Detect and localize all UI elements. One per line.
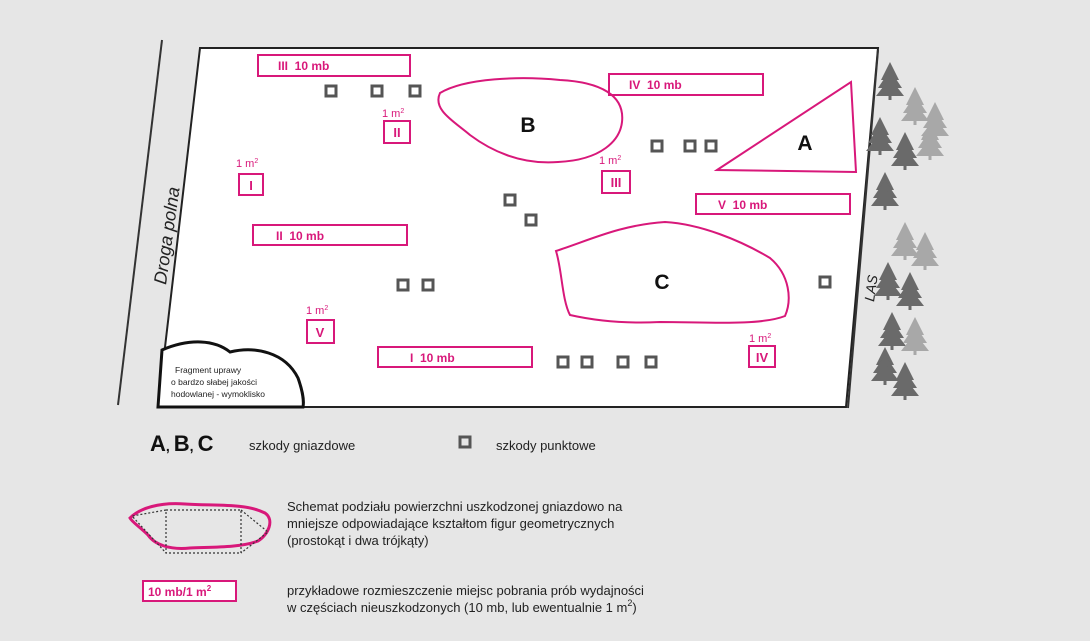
tree-icon — [901, 87, 929, 125]
tree-icon — [876, 62, 904, 100]
square-i-size: 1 m2 — [236, 158, 258, 170]
tree-icon — [866, 117, 894, 155]
point-damage-marker — [370, 84, 384, 98]
point-damage-marker — [556, 355, 570, 369]
damage-area-b-label: B — [520, 114, 535, 137]
schema-desc-3: (prostokąt i dwa trójkąty) — [287, 533, 429, 548]
point-damage-marker — [644, 355, 658, 369]
square-ii: 1 m2 II — [382, 108, 411, 144]
strip-ii-label: II 10 mb — [276, 229, 324, 243]
square-i-label: I — [249, 178, 253, 193]
square-iv-size: 1 m2 — [749, 333, 771, 345]
square-iii-size: 1 m2 — [599, 155, 621, 167]
point-damage-marker — [650, 139, 664, 153]
square-ii-size: 1 m2 — [382, 108, 404, 120]
strip-iii — [257, 54, 411, 77]
point-damage-marker — [524, 213, 538, 227]
point-damage-marker — [580, 355, 594, 369]
tree-icon — [901, 317, 929, 355]
strip-v-label: V 10 mb — [718, 198, 767, 212]
strip-iii-label: III 10 mb — [278, 59, 329, 73]
square-iii-box — [601, 170, 631, 194]
square-iv: 1 m2 IV — [748, 333, 776, 368]
tree-icon — [871, 172, 899, 210]
sample-desc-1: przykładowe rozmieszczenie miejsc pobran… — [287, 583, 644, 598]
schema-desc-1: Schemat podziału powierzchni uszkodzonej… — [287, 499, 623, 514]
strip-i — [377, 346, 533, 368]
damage-area-b — [437, 77, 624, 164]
square-ii-box — [383, 120, 411, 144]
strip-ii — [252, 224, 408, 246]
point-damage-marker — [683, 139, 697, 153]
legend-abc: A,B,C — [150, 431, 214, 456]
schema-desc-2: mniejsze odpowiadające kształtom figur g… — [287, 516, 614, 531]
sample-desc-2: w częściach nieuszkodzonych (10 mb, lub … — [286, 598, 637, 615]
square-iii: 1 m2 III — [599, 155, 631, 194]
square-iii-label: III — [611, 175, 622, 190]
tree-icon — [878, 312, 906, 350]
square-i-box — [238, 173, 264, 196]
schema-graphic — [128, 502, 272, 554]
point-damage-marker — [324, 84, 338, 98]
point-damage-marker — [704, 139, 718, 153]
damage-area-c — [554, 220, 790, 324]
damage-area-c-label: C — [654, 271, 669, 294]
wet-patch-note-1: Fragment uprawy — [175, 365, 242, 375]
tree-icon — [891, 132, 919, 170]
point-damage-icon — [458, 435, 472, 449]
forest-trees — [866, 62, 949, 400]
damage-area-a-label: A — [797, 132, 812, 155]
damage-area-a — [713, 80, 858, 174]
square-v: 1 m2 V — [306, 305, 335, 344]
point-damage-marker — [616, 355, 630, 369]
square-v-size: 1 m2 — [306, 305, 328, 317]
point-damage-marker — [503, 193, 517, 207]
forest-edge — [847, 49, 879, 409]
wet-patch — [156, 340, 305, 409]
square-i: 1 m2 I — [236, 158, 264, 196]
point-damage-marker — [396, 278, 410, 292]
legend-point-text: szkody punktowe — [496, 438, 596, 453]
square-v-box — [306, 319, 335, 344]
example-box — [142, 580, 237, 602]
square-iv-label: IV — [756, 350, 769, 365]
example-label: 10 mb/1 m2 — [148, 584, 212, 599]
legend-nest-text: szkody gniazdowe — [249, 438, 355, 453]
strip-iv — [608, 73, 764, 96]
point-damage-group — [324, 84, 832, 369]
strip-v — [695, 193, 851, 215]
tree-icon — [874, 262, 902, 300]
square-iv-box — [748, 345, 776, 368]
square-v-label: V — [316, 325, 325, 340]
strip-iv-label: IV 10 mb — [629, 78, 682, 92]
wet-patch-note-2: o bardzo słabej jakości — [171, 377, 257, 387]
tree-icon — [896, 272, 924, 310]
wet-patch-note-3: hodowlanej - wymoklisko — [171, 389, 265, 399]
point-damage-marker — [408, 84, 422, 98]
strip-i-label: I 10 mb — [410, 351, 455, 365]
tree-icon — [871, 347, 899, 385]
point-damage-marker — [421, 278, 435, 292]
field-plot — [156, 47, 880, 408]
road-edge — [117, 39, 163, 406]
point-damage-marker — [818, 275, 832, 289]
tree-icon — [916, 122, 944, 160]
tree-icon — [891, 222, 919, 260]
square-ii-label: II — [393, 125, 400, 140]
tree-icon — [891, 362, 919, 400]
tree-icon — [911, 232, 939, 270]
